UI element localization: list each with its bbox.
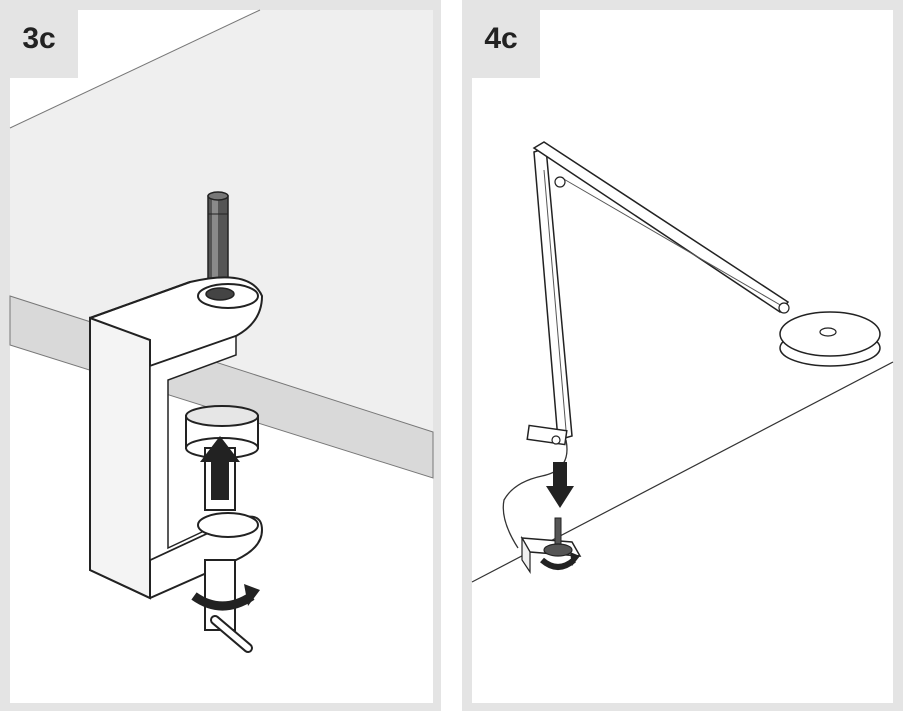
up-arrow-icon [200,436,240,500]
lamp-pin [207,191,229,295]
lamp-head [779,311,881,367]
step-label: 3c [0,0,78,78]
clamp-illustration [9,9,434,703]
step-panel-4c: 4c [462,0,903,711]
down-arrow-icon [546,462,574,508]
clamp-screw [204,447,253,653]
c-clamp [89,276,264,600]
step-panel-3c: 3c [0,0,441,711]
rotate-arrow-icon [191,584,260,611]
rotate-arrow-icon [540,552,580,570]
lamp-lower-arm [526,146,573,446]
lamp-upper-arm [532,141,790,314]
step-label: 4c [462,0,540,78]
lamp-mount-illustration [471,10,894,703]
desk-clamp [520,517,582,574]
